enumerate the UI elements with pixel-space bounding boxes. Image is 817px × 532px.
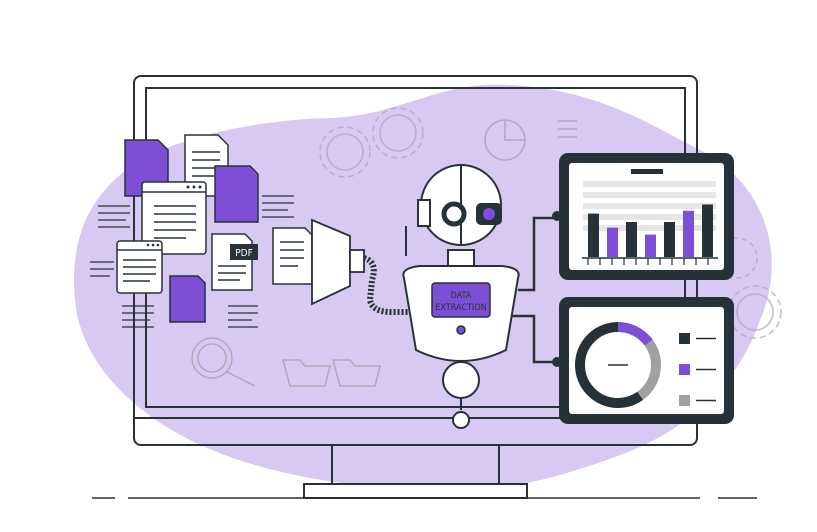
funnel-icon xyxy=(311,218,408,315)
pie-icon xyxy=(484,119,577,161)
legend-swatch xyxy=(679,333,690,344)
bar-chart-panel xyxy=(559,153,734,280)
robot-eyes xyxy=(441,201,502,227)
robot-label-line2: EXTRACTION xyxy=(435,303,487,313)
bar xyxy=(683,210,694,257)
pdf-icon: PDF xyxy=(211,233,258,291)
robot-label-line1: DATA xyxy=(451,291,472,301)
bar-chart-grid xyxy=(583,181,716,231)
bar xyxy=(607,227,618,257)
magnifier-icon xyxy=(191,337,256,387)
robot-arms xyxy=(512,216,558,364)
document-icon xyxy=(116,134,313,323)
legend-swatch xyxy=(679,395,690,406)
text-lines xyxy=(90,195,294,328)
bar xyxy=(626,222,637,257)
bar xyxy=(588,213,599,257)
donut-segment xyxy=(575,322,661,408)
bar xyxy=(702,204,713,257)
donut-chart-panel xyxy=(559,297,734,424)
bar-chart-ticks xyxy=(587,258,709,265)
pdf-label: PDF xyxy=(235,248,253,259)
bar xyxy=(664,222,675,257)
legend-swatch xyxy=(679,364,690,375)
robot-label-panel: DATA EXTRACTION xyxy=(431,282,491,335)
window-dots xyxy=(146,185,202,247)
gear-icon xyxy=(319,107,782,339)
folder-icon xyxy=(282,359,381,387)
donut-segment xyxy=(575,322,661,408)
bar xyxy=(645,234,656,257)
